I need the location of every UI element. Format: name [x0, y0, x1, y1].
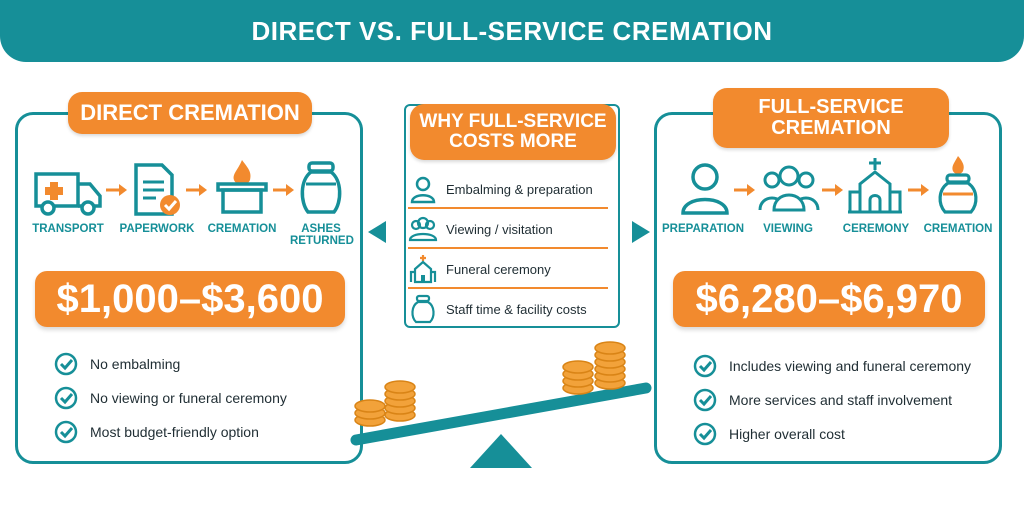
step-label-transport: TRANSPORT	[32, 223, 104, 235]
check-icon	[693, 354, 717, 378]
full-service-point: Higher overall cost	[693, 422, 845, 446]
group-icon	[408, 216, 438, 242]
full-service-point: More services and staff involvement	[693, 388, 952, 412]
direct-point-text: Most budget-friendly option	[90, 424, 259, 440]
full-service-heading: FULL-SERVICE CREMATION	[713, 88, 949, 148]
why-divider	[408, 207, 608, 209]
direct-point-text: No embalming	[90, 356, 181, 372]
why-item: Viewing / visitation	[408, 210, 608, 248]
church-icon	[848, 158, 902, 214]
check-icon	[54, 386, 78, 410]
step-label-cremation: CREMATION	[207, 223, 277, 235]
check-icon	[54, 352, 78, 376]
why-divider	[408, 247, 608, 249]
step-arrow-6	[908, 184, 929, 196]
urn-flame-icon	[938, 156, 978, 214]
group-icon	[758, 165, 820, 212]
ambulance-icon	[34, 172, 102, 216]
step-label-preparation: PREPARATION	[662, 223, 744, 235]
direct-point-text: No viewing or funeral ceremony	[90, 390, 287, 406]
full-service-point: Includes viewing and funeral ceremony	[693, 354, 971, 378]
direct-price: $1,000–$3,600	[35, 271, 345, 327]
why-item: Staff time & facility costs	[408, 290, 608, 328]
step-arrow-3	[273, 184, 294, 196]
full-service-point-text: Higher overall cost	[729, 426, 845, 442]
why-item-text: Viewing / visitation	[446, 221, 553, 237]
check-icon	[693, 422, 717, 446]
why-item-text: Staff time & facility costs	[446, 301, 587, 317]
check-icon	[693, 388, 717, 412]
title-banner: DIRECT VS. FULL-SERVICE CREMATION	[0, 0, 1024, 62]
coin-stack-small	[354, 380, 416, 427]
step-arrow-4	[734, 184, 755, 196]
church-icon	[409, 255, 437, 284]
why-item-text: Funeral ceremony	[446, 261, 551, 277]
paperwork-icon	[134, 163, 180, 216]
direct-point: No viewing or funeral ceremony	[54, 386, 287, 410]
right-pointer-triangle	[632, 221, 650, 243]
page-title: DIRECT VS. FULL-SERVICE CREMATION	[251, 15, 773, 46]
seesaw-scale-illustration	[350, 341, 652, 468]
step-label-ashes-returned: ASHES RETURNED	[290, 223, 354, 247]
direct-point: Most budget-friendly option	[54, 420, 259, 444]
full-service-point-text: More services and staff involvement	[729, 392, 953, 408]
why-item: Embalming & preparation	[408, 170, 608, 208]
person-icon	[681, 163, 729, 215]
person-icon	[410, 176, 436, 204]
full-service-price: $6,280–$6,970	[673, 271, 985, 327]
why-item: Funeral ceremony	[408, 250, 608, 288]
cremation-flame-icon	[216, 160, 268, 214]
step-arrow-2	[186, 184, 207, 196]
why-divider	[408, 287, 608, 289]
direct-cremation-heading: DIRECT CREMATION	[68, 92, 312, 134]
step-label-ceremony: CEREMONY	[842, 223, 910, 235]
step-label-viewing: VIEWING	[763, 223, 813, 235]
urn-icon	[300, 161, 342, 214]
step-label-paperwork: PAPERWORK	[119, 223, 195, 235]
check-icon	[54, 420, 78, 444]
step-arrow-5	[822, 184, 843, 196]
coin-stack-large	[562, 341, 626, 395]
why-costs-more-heading: WHY FULL-SERVICE COSTS MORE	[410, 104, 616, 160]
step-label-cremation-full: CREMATION	[923, 223, 993, 235]
urn-icon	[411, 294, 435, 324]
step-arrow-1	[106, 184, 127, 196]
direct-point: No embalming	[54, 352, 180, 376]
left-pointer-triangle	[368, 221, 386, 243]
full-service-point-text: Includes viewing and funeral ceremony	[729, 358, 972, 374]
why-item-text: Embalming & preparation	[446, 181, 593, 197]
